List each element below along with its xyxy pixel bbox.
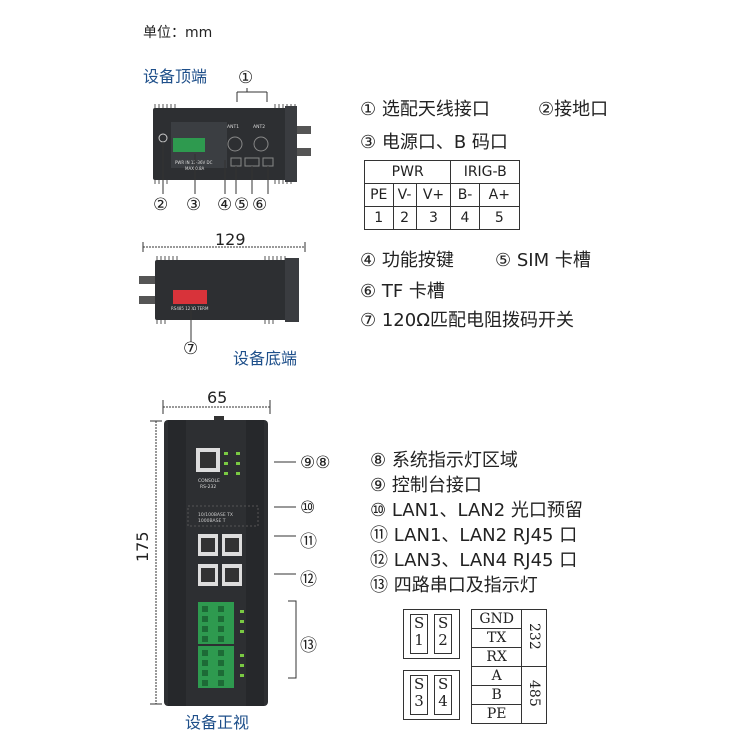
- callout-6: ⑥: [252, 195, 268, 215]
- legend-fiber: ⑩ LAN1、LAN2 光口预留: [370, 500, 583, 521]
- legend-lan34: ⑫ LAN3、LAN4 RJ45 口: [370, 550, 578, 571]
- legend-antenna: ① 选配天线接口: [360, 99, 490, 120]
- rs485-pin: B: [470, 685, 523, 705]
- legend-lan12: ⑪ LAN1、LAN2 RJ45 口: [370, 525, 578, 546]
- label-232: 232: [526, 622, 543, 650]
- svg-text:ANT1: ANT1: [227, 124, 239, 130]
- pin-number: 1: [364, 206, 394, 230]
- svg-text:10/100BASE TX: 10/100BASE TX: [198, 512, 233, 518]
- callout-12: ⑫: [300, 570, 317, 590]
- dim-65-line: [162, 400, 271, 414]
- rs485-pin: A: [470, 666, 523, 686]
- pin-group-irigb: IRIG-B: [450, 160, 520, 184]
- label-232-cell: 232: [521, 609, 547, 667]
- callout-10: ⑩: [300, 498, 316, 518]
- pin-name: PE: [364, 183, 394, 207]
- dim-175-line: [150, 420, 162, 705]
- svg-text:PWR IN 12-36V DC: PWR IN 12-36V DC: [175, 160, 213, 165]
- svg-text:RS485 120Ω TERM: RS485 120Ω TERM: [171, 306, 209, 311]
- legend-function-key: ④ 功能按键: [360, 250, 454, 271]
- top-view-title: 设备顶端: [143, 67, 208, 86]
- front-view-drawing: CONSOLE RS-232 10/100BASE TX 1000BASE T: [164, 416, 268, 706]
- callout-7: ⑦: [183, 339, 199, 359]
- serial-pin-table: GND 232 TX RX A 485 B PE: [470, 609, 547, 724]
- switch-box-s12: S1 S2: [403, 609, 460, 659]
- bottom-view-drawing: RS485 120Ω TERM: [139, 256, 299, 342]
- front-view-title: 设备正视: [185, 713, 250, 732]
- legend-console: ⑨ 控制台接口: [370, 475, 482, 496]
- rs232-pin: GND: [470, 609, 523, 629]
- switch-s2: S2: [434, 614, 452, 654]
- legend-tf: ⑥ TF 卡槽: [360, 281, 445, 302]
- switch-s3-label: S3: [414, 675, 425, 710]
- legend-led-area: ⑧ 系统指示灯区域: [370, 450, 518, 471]
- svg-text:CONSOLE: CONSOLE: [198, 478, 220, 484]
- callout-5: ⑤: [234, 195, 250, 215]
- callout-13: ⑬: [300, 636, 317, 656]
- bottom-view-title: 设备底端: [233, 349, 298, 368]
- unit-label: 单位：mm: [143, 25, 213, 41]
- pin-number: 5: [478, 206, 521, 230]
- svg-text:ANT2: ANT2: [253, 124, 265, 130]
- switch-s1: S1: [410, 614, 428, 654]
- pin-name: V+: [415, 183, 452, 207]
- callout-11: ⑪: [300, 532, 317, 552]
- label-485: 485: [526, 679, 543, 707]
- pin-name: A+: [478, 183, 521, 207]
- switch-s2-label: S2: [438, 614, 449, 649]
- callout-9-8: ⑨⑧: [300, 453, 331, 473]
- pin-number: 2: [392, 206, 417, 230]
- pin-table: PWR IRIG-B PE V- V+ B- A+ 1 2 3 4 5: [363, 160, 521, 230]
- svg-text:RS-232: RS-232: [200, 484, 216, 490]
- pin-name: V-: [392, 183, 417, 207]
- switch-s4: S4: [434, 675, 452, 715]
- rs485-pin: PE: [470, 704, 523, 724]
- switch-s3: S3: [410, 675, 428, 715]
- switch-s4-label: S4: [438, 675, 449, 710]
- legend-serial: ⑬ 四路串口及指示灯: [370, 575, 538, 596]
- rs232-pin: RX: [470, 647, 523, 667]
- svg-text:1000BASE T: 1000BASE T: [198, 518, 226, 524]
- callout-1: ①: [238, 68, 254, 88]
- pin-number: 4: [450, 206, 480, 230]
- label-485-cell: 485: [521, 666, 547, 724]
- power-terminal-top: [173, 138, 205, 152]
- switch-s1-label: S1: [414, 614, 425, 649]
- rs232-pin: TX: [470, 628, 523, 648]
- callout-2: ②: [153, 195, 169, 215]
- callout-3: ③: [186, 195, 202, 215]
- callout-4: ④: [217, 195, 233, 215]
- dim-129: 129: [215, 230, 246, 249]
- legend-dip: ⑦ 120Ω匹配电阻拨码开关: [360, 310, 574, 331]
- pin-number: 3: [415, 206, 452, 230]
- legend-sim: ⑤ SIM 卡槽: [495, 250, 591, 271]
- legend-power: ③ 电源口、B 码口: [360, 132, 508, 153]
- pin-group-pwr: PWR: [363, 160, 452, 184]
- dim-65: 65: [207, 388, 228, 407]
- top-view-drawing: PWR IN 12-36V DC MAX 0.8A ANT1 ANT2: [153, 88, 311, 194]
- switch-box-s34: S3 S4: [403, 670, 460, 720]
- pin-name: B-: [450, 183, 480, 207]
- front-leaders: [274, 461, 297, 679]
- legend-ground: ②接地口: [538, 99, 609, 120]
- dim-129-line: [142, 242, 306, 252]
- dip-switch: [173, 290, 207, 304]
